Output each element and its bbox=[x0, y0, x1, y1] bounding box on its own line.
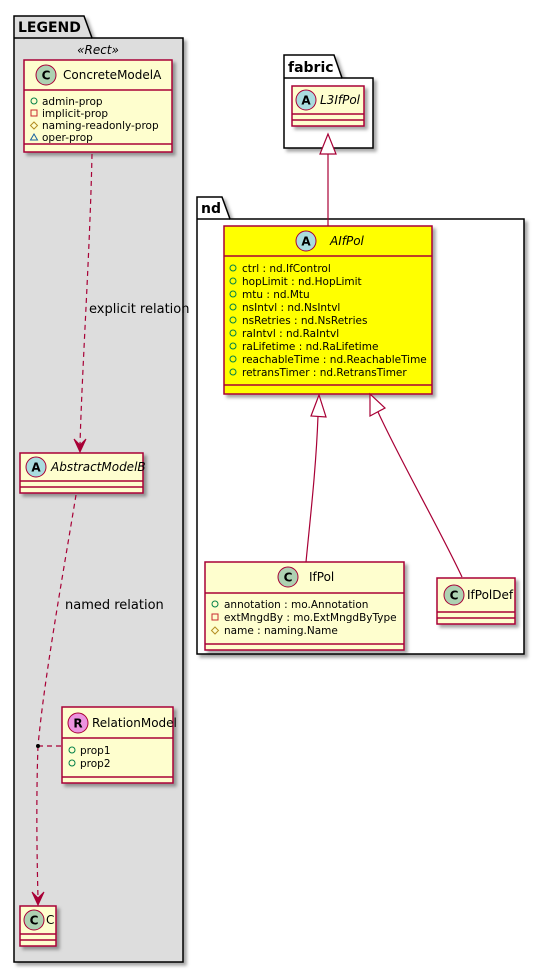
association-point bbox=[36, 744, 40, 748]
inheritance-ifpol-aifpol bbox=[305, 393, 327, 563]
svg-text:A: A bbox=[301, 235, 311, 249]
arrowhead-icon bbox=[31, 891, 45, 907]
explicit-relation-label: explicit relation bbox=[89, 302, 189, 317]
package-fabric-label: fabric bbox=[288, 60, 334, 76]
class-name: L3IfPol bbox=[320, 93, 361, 107]
class-name: ConcreteModelA bbox=[63, 68, 162, 82]
explicit-relation: explicit relation bbox=[73, 153, 189, 454]
class-name: RelationModel bbox=[92, 716, 177, 730]
svg-text:C: C bbox=[42, 69, 51, 83]
public-visibility-icon bbox=[229, 355, 237, 363]
class-icon: C bbox=[443, 584, 465, 606]
class-name: IfPolDef bbox=[467, 588, 514, 602]
private-visibility-icon bbox=[30, 109, 38, 117]
public-visibility-icon bbox=[229, 277, 237, 285]
public-visibility-icon bbox=[211, 600, 219, 608]
package-nd-label: nd bbox=[201, 201, 221, 217]
abstract-class-icon: A bbox=[25, 456, 47, 478]
public-visibility-icon bbox=[229, 368, 237, 376]
attribute: extMngdBy : mo.ExtMngdByType bbox=[224, 612, 397, 624]
attribute: nsIntvl : nd.NsIntvl bbox=[242, 302, 340, 314]
class-aifpol[interactable]: A AIfPol ctrl : nd.IfControl hopLimit : … bbox=[223, 225, 433, 395]
attribute: raIntvl : nd.RaIntvl bbox=[242, 328, 339, 340]
attribute: hopLimit : nd.HopLimit bbox=[242, 276, 362, 288]
class-abstract-model-b[interactable]: A AbstractModelB bbox=[19, 452, 146, 494]
class-icon: C bbox=[23, 909, 45, 931]
public-visibility-icon bbox=[229, 290, 237, 298]
attribute: raLifetime : nd.RaLifetime bbox=[242, 341, 378, 353]
svg-text:A: A bbox=[31, 461, 41, 475]
class-ifpol[interactable]: C IfPol annotation : mo.Annotation extMn… bbox=[204, 561, 405, 651]
arrowhead-icon bbox=[73, 438, 87, 454]
public-visibility-icon bbox=[229, 329, 237, 337]
class-ifpoldef[interactable]: C IfPolDef bbox=[436, 577, 516, 625]
attribute: nsRetries : nd.NsRetries bbox=[242, 315, 367, 327]
inheritance-arrowhead-icon bbox=[310, 393, 327, 418]
attribute: oper-prop bbox=[42, 132, 93, 144]
svg-text:C: C bbox=[30, 914, 39, 928]
class-name: AbstractModelB bbox=[50, 460, 146, 474]
package-legend-label: LEGEND bbox=[18, 20, 81, 36]
svg-text:C: C bbox=[284, 571, 293, 585]
inheritance-ifpoldef-aifpol bbox=[369, 392, 463, 578]
protected-visibility-icon bbox=[210, 626, 220, 635]
relation-class-icon: R bbox=[67, 712, 89, 734]
protected-visibility-icon bbox=[29, 121, 39, 130]
attribute: prop2 bbox=[80, 758, 111, 770]
attribute: mtu : nd.Mtu bbox=[242, 289, 310, 301]
public-visibility-icon bbox=[68, 746, 76, 754]
class-name: AIfPol bbox=[329, 234, 365, 248]
public-visibility-icon bbox=[229, 264, 237, 272]
public-visibility-icon bbox=[68, 759, 76, 767]
named-relation: named relation bbox=[31, 494, 164, 907]
class-name: IfPol bbox=[309, 570, 334, 584]
attribute: naming-readonly-prop bbox=[42, 120, 159, 132]
abstract-class-icon: A bbox=[295, 89, 317, 111]
attribute: prop1 bbox=[80, 745, 111, 757]
public-visibility-icon bbox=[229, 342, 237, 350]
public-visibility-icon bbox=[229, 316, 237, 324]
svg-text:A: A bbox=[301, 94, 311, 108]
class-c[interactable]: C C bbox=[19, 905, 57, 947]
svg-text:C: C bbox=[450, 589, 459, 603]
attribute: annotation : mo.Annotation bbox=[224, 599, 368, 611]
public-visibility-icon bbox=[30, 97, 38, 105]
attribute: reachableTime : nd.ReachableTime bbox=[242, 354, 427, 366]
attribute: name : naming.Name bbox=[224, 625, 338, 637]
package-visibility-icon bbox=[29, 133, 39, 141]
class-name: C bbox=[46, 913, 54, 927]
inheritance-arrowhead-icon bbox=[369, 392, 387, 417]
attribute: retransTimer : nd.RetransTimer bbox=[242, 367, 407, 379]
class-icon: C bbox=[277, 566, 299, 588]
svg-text:R: R bbox=[73, 717, 82, 731]
inheritance-arrowhead-icon bbox=[319, 132, 337, 155]
attribute: ctrl : nd.IfControl bbox=[242, 263, 331, 275]
class-relation-model[interactable]: R RelationModel prop1 prop2 bbox=[61, 706, 177, 784]
class-concrete-model-a[interactable]: C ConcreteModelA admin-prop implicit-pro… bbox=[23, 59, 173, 153]
named-relation-label: named relation bbox=[65, 598, 164, 613]
package-legend-stereotype: «Rect» bbox=[77, 43, 119, 57]
inheritance-aifpol-l3ifpol bbox=[319, 132, 337, 226]
attribute: admin-prop bbox=[42, 96, 103, 108]
attribute: implicit-prop bbox=[42, 108, 108, 120]
abstract-class-icon: A bbox=[295, 230, 317, 252]
public-visibility-icon bbox=[229, 303, 237, 311]
private-visibility-icon bbox=[211, 613, 219, 621]
class-l3ifpol[interactable]: A L3IfPol bbox=[291, 85, 365, 127]
class-icon: C bbox=[35, 64, 57, 86]
attribute-list: ctrl : nd.IfControl hopLimit : nd.HopLim… bbox=[229, 263, 427, 379]
